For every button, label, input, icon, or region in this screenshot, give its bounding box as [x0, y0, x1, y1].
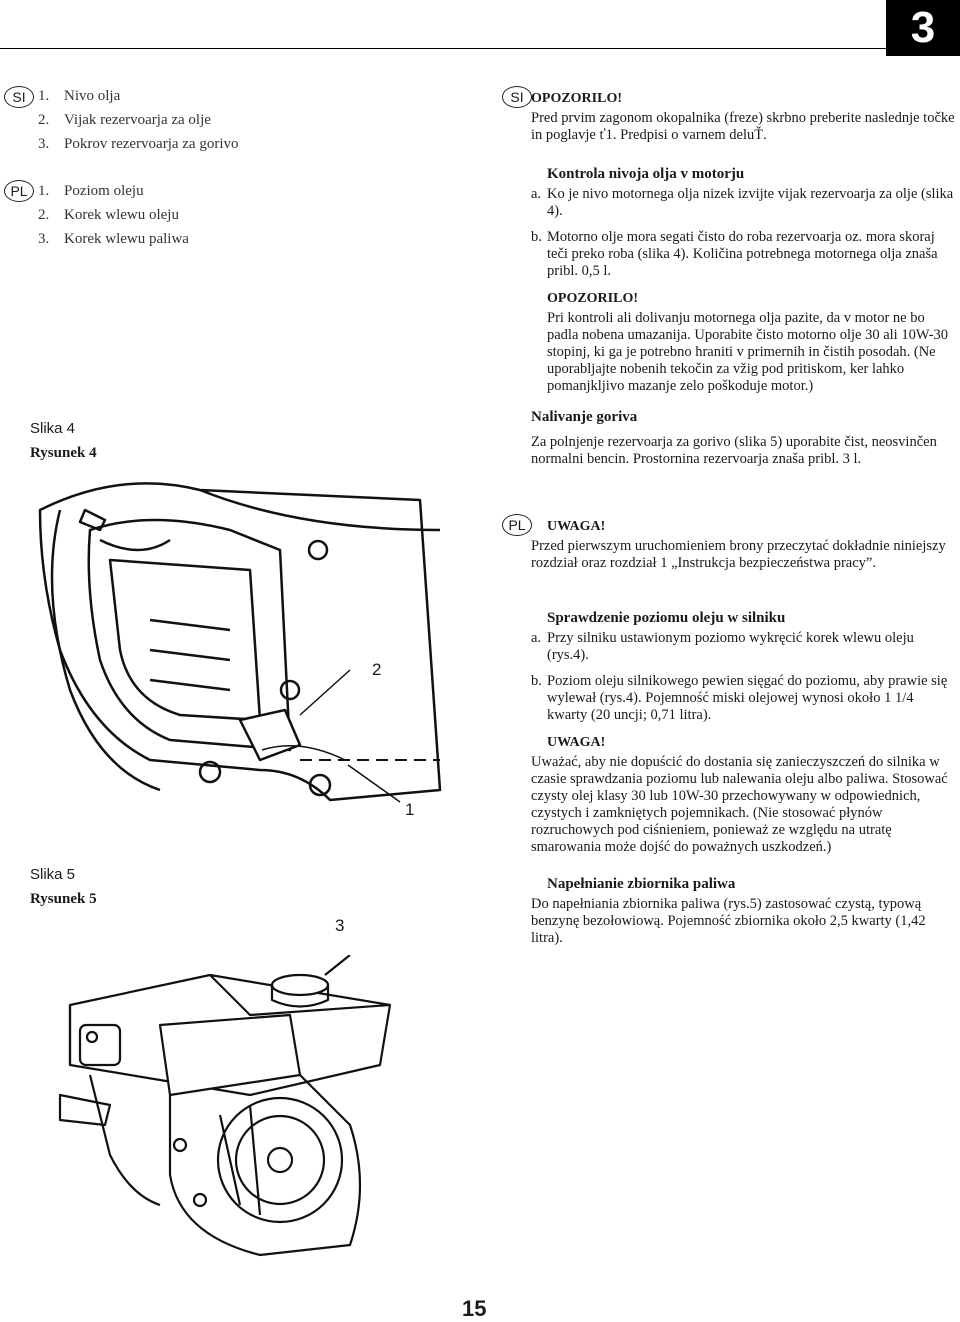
si-step-a: a.Ko je nivo motornega olja nizek izvijt…	[531, 186, 954, 219]
page-tab-number: 3	[910, 3, 936, 52]
si-heading-oil-check: Kontrola nivoja olja v motorju	[547, 166, 745, 182]
pl-warning-title: UWAGA!	[547, 519, 606, 534]
legend-pl-item: 2.Korek wlewu oleju	[38, 207, 179, 223]
callout-2: 2	[372, 660, 382, 679]
legend-si-item: 3.Pokrov rezervoarja za gorivo	[38, 136, 239, 152]
figure-5-caption-si: Slika 5	[30, 866, 76, 883]
pl-section: UWAGA! Przed pierwszym uruchomieniem bro…	[531, 518, 957, 947]
si-warning2-text: Pri kontroli ali dolivanju motornega olj…	[547, 310, 949, 394]
callout-1: 1	[405, 800, 415, 819]
lang-badge-pl: PL	[4, 180, 34, 202]
lang-badge-si-right: SI	[502, 86, 532, 108]
figure-4-caption-si: Slika 4	[30, 420, 76, 437]
pl-step-b: b.Poziom oleju silnikowego pewien sięgać…	[531, 673, 948, 723]
figure-5-engine-illustration	[58, 955, 392, 1257]
lang-badge-pl-right: PL	[502, 514, 532, 536]
si-warning-text: Pred prvim zagonom okopalnika (freze) sk…	[531, 110, 955, 143]
pl-warning2-text: Uważać, aby nie dopuścić do dostania się…	[531, 754, 948, 855]
si-warning-title: OPOZORILO!	[531, 91, 623, 106]
figure-4-oil-tank-illustration	[38, 482, 442, 803]
si-heading-fuel: Nalivanje goriva	[531, 409, 638, 425]
figure-5-caption-pl: Rysunek 5	[30, 891, 97, 907]
legend-si-item: 2.Vijak rezervoarja za olje	[38, 112, 211, 128]
pl-warning-text: Przed pierwszym uruchomieniem brony prze…	[531, 538, 946, 571]
legend-si-item: 1.Nivo olja	[38, 88, 121, 104]
pl-heading-oil-check: Sprawdzenie poziomu oleju w silniku	[547, 610, 786, 626]
legend-si: 1.Nivo olja 2.Vijak rezervoarja za olje …	[38, 84, 239, 156]
figure-5-caption: Slika 5 Rysunek 5	[30, 862, 97, 912]
figure-4-caption-pl: Rysunek 4	[30, 445, 97, 461]
legend-pl-item: 1.Poziom oleju	[38, 183, 144, 199]
legend-pl: 1.Poziom oleju 2.Korek wlewu oleju 3.Kor…	[38, 179, 189, 251]
si-fuel-text: Za polnjenje rezervoarja za gorivo (slik…	[531, 434, 937, 467]
si-warning2-title: OPOZORILO!	[547, 291, 639, 306]
lang-badge-si: SI	[4, 86, 34, 108]
page-number: 15	[462, 1296, 487, 1321]
si-section: OPOZORILO! Pred prvim zagonom okopalnika…	[531, 90, 957, 468]
callout-3: 3	[335, 916, 345, 935]
pl-heading-fuel: Napełnianie zbiornika paliwa	[547, 876, 736, 892]
page-tab: 3	[886, 0, 960, 56]
pl-fuel-text: Do napełniania zbiornika paliwa (rys.5) …	[531, 896, 926, 946]
legend-pl-item: 3.Korek wlewu paliwa	[38, 231, 189, 247]
pl-step-a: a.Przy silniku ustawionym poziomo wykręc…	[531, 630, 914, 663]
si-step-b: b.Motorno olje mora segati čisto do roba…	[531, 229, 938, 279]
pl-warning2-title: UWAGA!	[547, 735, 606, 750]
top-rule	[0, 48, 886, 49]
figure-4-caption: Slika 4 Rysunek 4	[30, 416, 97, 466]
